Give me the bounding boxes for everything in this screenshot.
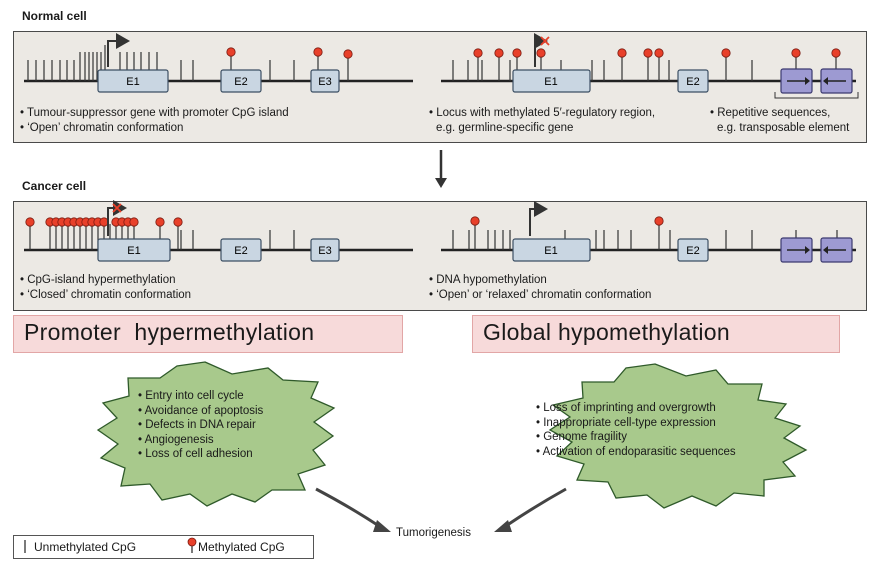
cancer-left-bullet-1: • CpG-island hypermethylation <box>20 274 176 286</box>
normal-right-methyl-cpgs <box>473 48 841 81</box>
cancer-cell-title: Cancer cell <box>22 179 87 193</box>
left-outcome-item: • Avoidance of apoptosis <box>138 404 264 417</box>
legend-methylated-icon <box>187 537 197 553</box>
left-outcome-list: • Entry into cell cycle • Avoidance of a… <box>138 389 263 462</box>
cancer-left-exon-1: E1 <box>127 245 140 257</box>
cancer-right-description: • DNA hypomethylation • ‘Open’ or ‘relax… <box>429 273 651 303</box>
normal-left-bullet-2: • ‘Open’ chromatin conformation <box>20 122 184 134</box>
normal-left-bullet-1: • Tumour-suppressor gene with promoter C… <box>20 107 289 119</box>
left-outcome-item: • Angiogenesis <box>138 433 214 446</box>
cancer-left-exon-3: E3 <box>318 245 331 257</box>
normal-cell-title: Normal cell <box>22 9 87 23</box>
normal-left-description: • Tumour-suppressor gene with promoter C… <box>20 106 289 136</box>
normal-right-description: • Repetitive sequences, e.g. transposabl… <box>710 106 849 136</box>
cancer-left-description: • CpG-island hypermethylation • ‘Closed’… <box>20 273 191 303</box>
normal-left-exon-3: E3 <box>318 76 331 88</box>
normal-right-exon-1: E1 <box>544 76 557 88</box>
normal-mid-description: • Locus with methylated 5′-regulatory re… <box>429 106 655 136</box>
global-hypomethylation-heading: Global hypomethylation <box>472 315 840 353</box>
right-outcome-item: • Activation of endoparasitic sequences <box>536 445 736 458</box>
left-outcome-item: • Loss of cell adhesion <box>138 448 253 460</box>
promoter-hypermethylation-heading: Promoter hypermethylation <box>13 315 403 353</box>
left-outcome-star <box>96 361 336 507</box>
cancer-right-methyl-cpgs <box>470 216 664 250</box>
right-outcome-item: • Genome fragility <box>536 431 627 443</box>
normal-left-methyl-cpgs <box>226 47 353 81</box>
cancer-right-exon-2: E2 <box>686 245 699 257</box>
left-outcome-item: • Defects in DNA repair <box>138 419 256 431</box>
right-outcome-item: • Inappropriate cell-type expression <box>536 416 716 429</box>
normal-right-bullet-1: • Repetitive sequences, <box>710 107 831 119</box>
legend-unmethylated-label: Unmethylated CpG <box>34 540 137 554</box>
normal-right-bullet-2: e.g. transposable element <box>717 122 850 134</box>
right-outcome-item: • Loss of imprinting and overgrowth <box>536 402 716 414</box>
right-outcome-list: • Loss of imprinting and overgrowth • In… <box>536 401 736 459</box>
normal-left-exon-1: E1 <box>126 76 139 88</box>
left-outcome-item: • Entry into cell cycle <box>138 390 244 402</box>
cancer-left-exon-2: E2 <box>234 245 247 257</box>
cancer-right-bullet-2: • ‘Open’ or ‘relaxed’ chromatin conforma… <box>429 289 652 301</box>
cancer-cell-panel <box>13 201 867 311</box>
right-outcome-star <box>548 363 808 509</box>
legend-methylated-label: Methylated CpG <box>198 540 285 554</box>
cancer-right-bullet-1: • DNA hypomethylation <box>429 274 547 286</box>
tumorigenesis-label: Tumorigenesis <box>396 527 471 539</box>
cancer-left-bullet-2: • ‘Closed’ chromatin conformation <box>20 289 192 301</box>
normal-left-exon-2: E2 <box>234 76 247 88</box>
normal-right-exon-2: E2 <box>686 76 699 88</box>
normal-mid-bullet-1: • Locus with methylated 5′-regulatory re… <box>429 107 656 119</box>
cancer-right-exon-1: E1 <box>544 245 557 257</box>
legend-box: Unmethylated CpG Methylated CpG <box>13 535 314 559</box>
normal-mid-bullet-2: e.g. germline-specific gene <box>436 122 574 134</box>
